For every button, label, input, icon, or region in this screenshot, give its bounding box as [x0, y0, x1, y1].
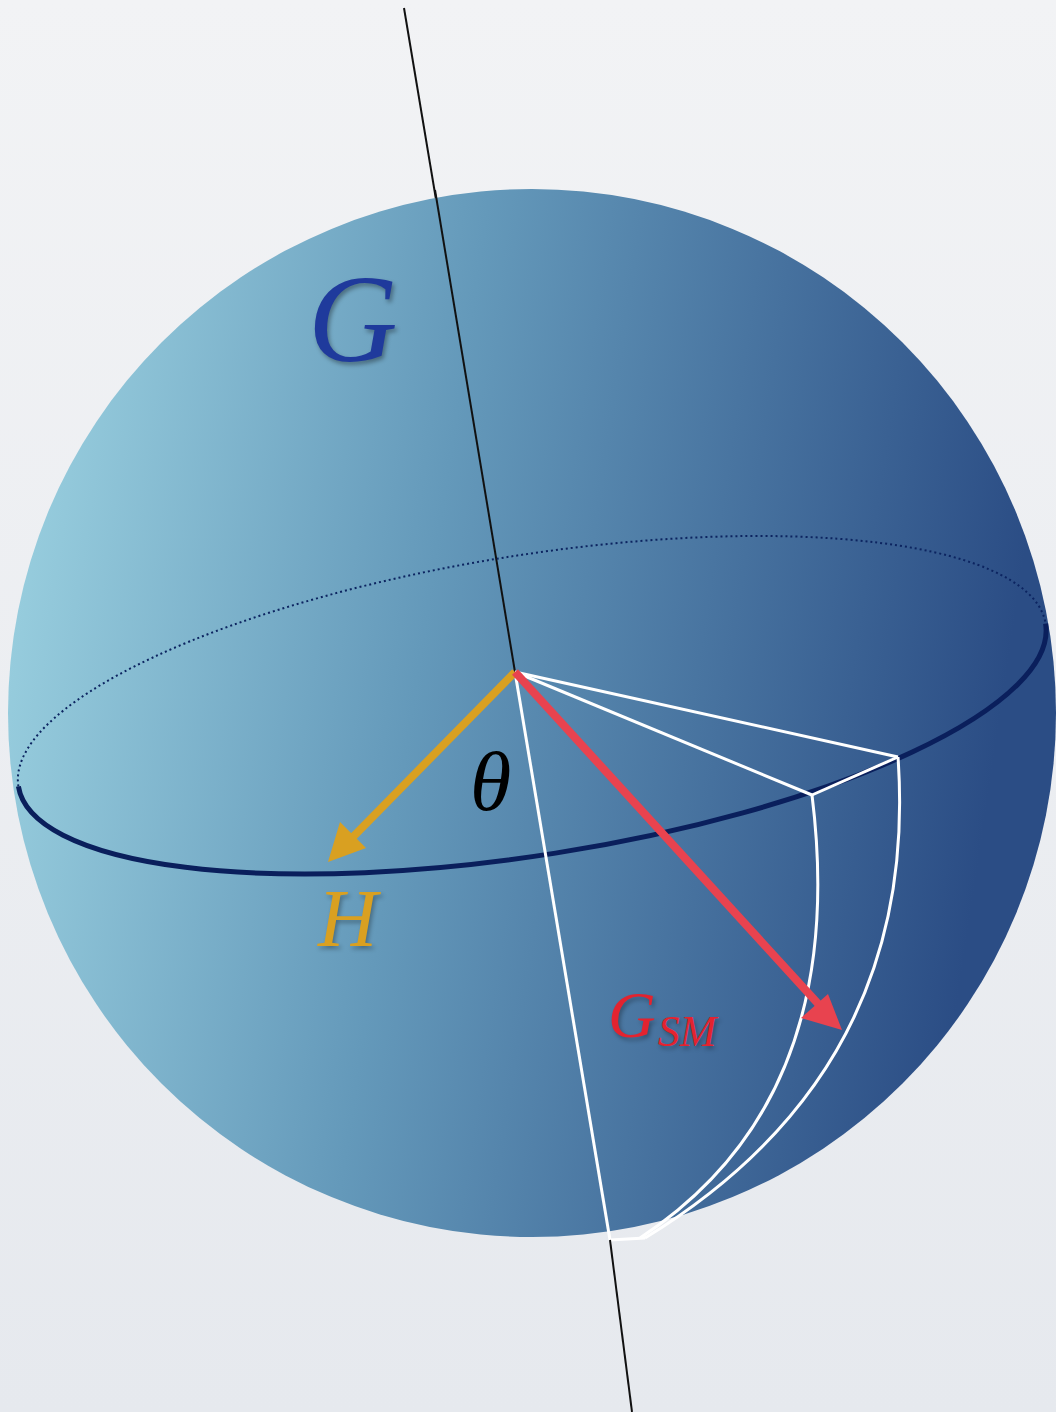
equator-back: [0, 476, 1046, 787]
rotation-axis: [435, 190, 515, 672]
gsm-arrowhead: [801, 994, 842, 1030]
rotation-axis: [610, 1240, 632, 1412]
gsm-arrow: [515, 672, 822, 1008]
angle-label: θ: [470, 740, 511, 824]
subscript-label: SM: [658, 1010, 717, 1054]
subgroup-label: H: [318, 878, 377, 960]
standard-model-label: G: [608, 982, 656, 1048]
group-label: G: [308, 258, 398, 382]
wedge-lines: [515, 672, 900, 1240]
sphere-g: [8, 189, 1056, 1237]
h-arrowhead: [328, 822, 366, 862]
h-arrow: [348, 672, 515, 842]
